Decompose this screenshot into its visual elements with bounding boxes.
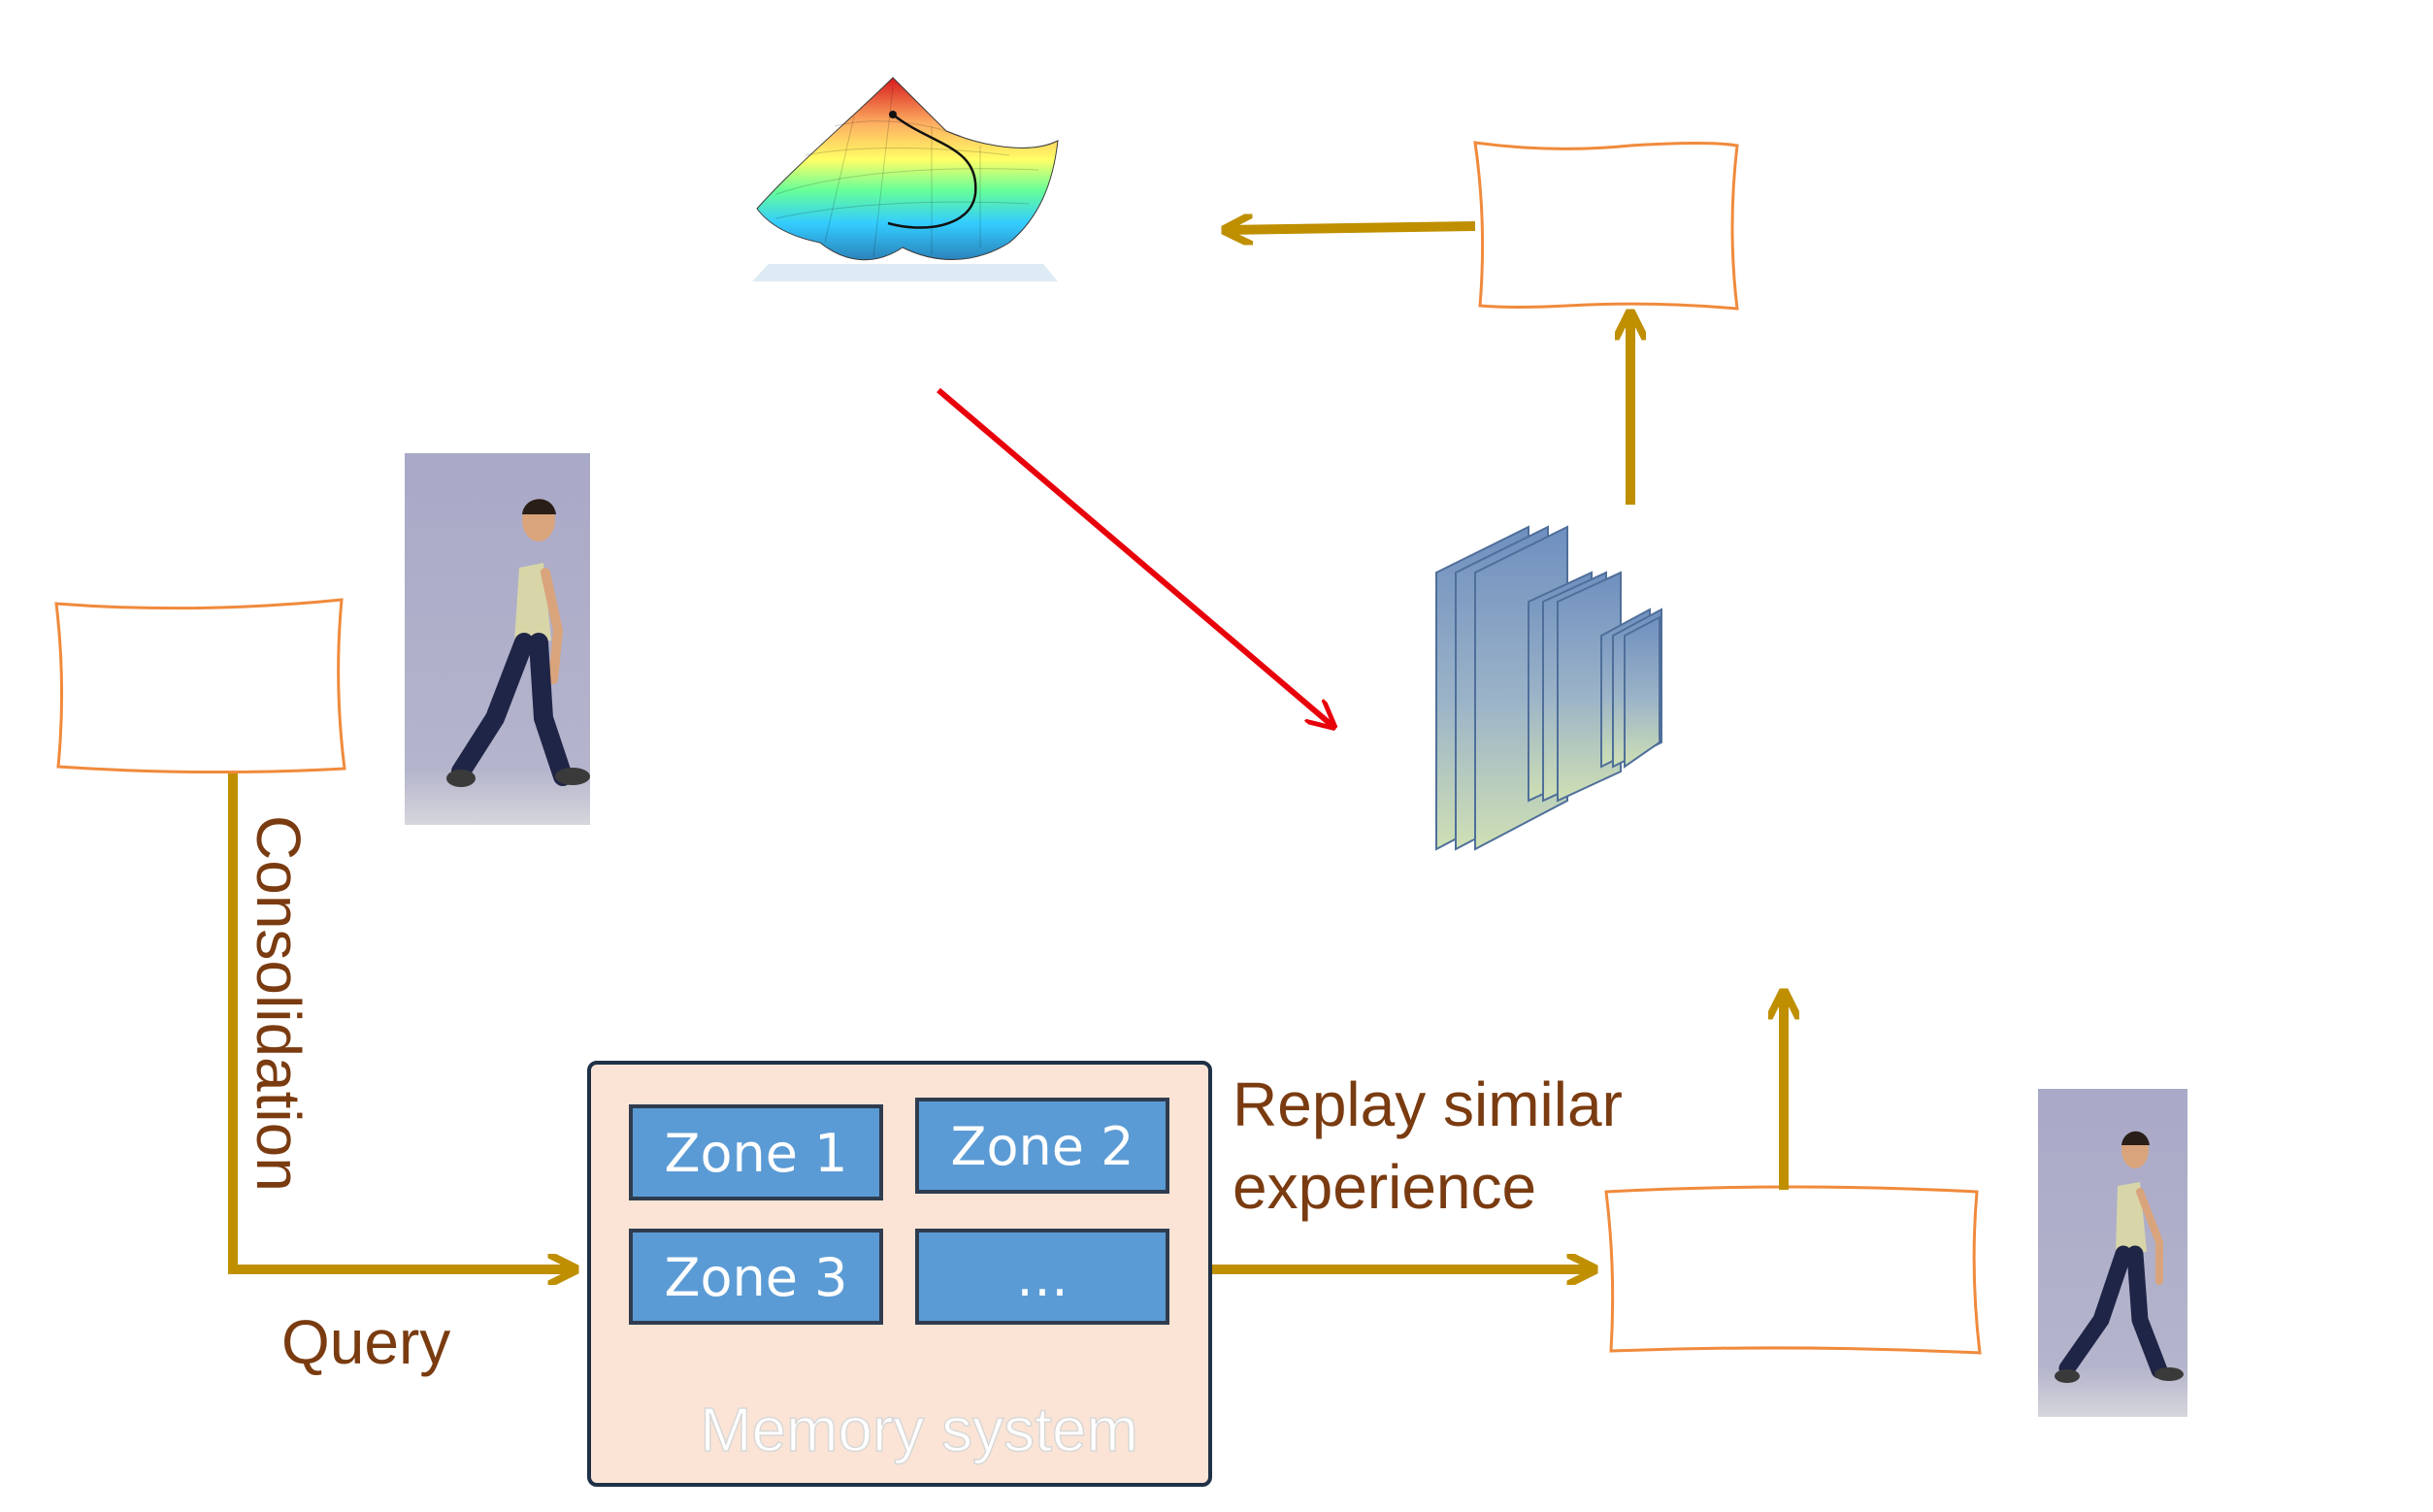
loss-landscape-surface-icon xyxy=(752,77,1059,281)
left-empty-box xyxy=(54,598,346,774)
query-arrow xyxy=(228,773,573,1269)
zone-1-label: Zone 1 xyxy=(665,1123,848,1184)
zone-1: Zone 1 xyxy=(629,1104,883,1200)
zone-2-label: Zone 2 xyxy=(951,1116,1134,1177)
replay-label-line2: experience xyxy=(1233,1152,1536,1222)
flow-arrows xyxy=(228,226,1784,1269)
query-label: Query xyxy=(281,1307,450,1377)
zone-3: Zone 3 xyxy=(629,1229,883,1325)
landscape-to-network-red-arrow xyxy=(937,387,1332,725)
bottom-right-empty-box xyxy=(1604,1185,1982,1355)
top-right-empty-box xyxy=(1473,141,1739,311)
memory-system: Zone 1 Zone 2 Zone 3 … Memory system xyxy=(587,1061,1212,1487)
walking-person-figure-left xyxy=(405,453,590,825)
replay-label-line1: Replay similar xyxy=(1233,1069,1623,1139)
zone-more: … xyxy=(915,1229,1169,1325)
zone-2: Zone 2 xyxy=(915,1098,1169,1194)
consolidation-label: Consolidation xyxy=(244,815,313,1192)
zone-3-label: Zone 3 xyxy=(665,1247,848,1308)
walking-person-figure-right xyxy=(2038,1089,2187,1417)
zone-more-label: … xyxy=(1016,1247,1069,1308)
memory-system-title: Memory system xyxy=(700,1395,1138,1464)
box-to-landscape-arrow xyxy=(1228,226,1476,230)
cnn-layers-icon xyxy=(1435,525,1662,851)
